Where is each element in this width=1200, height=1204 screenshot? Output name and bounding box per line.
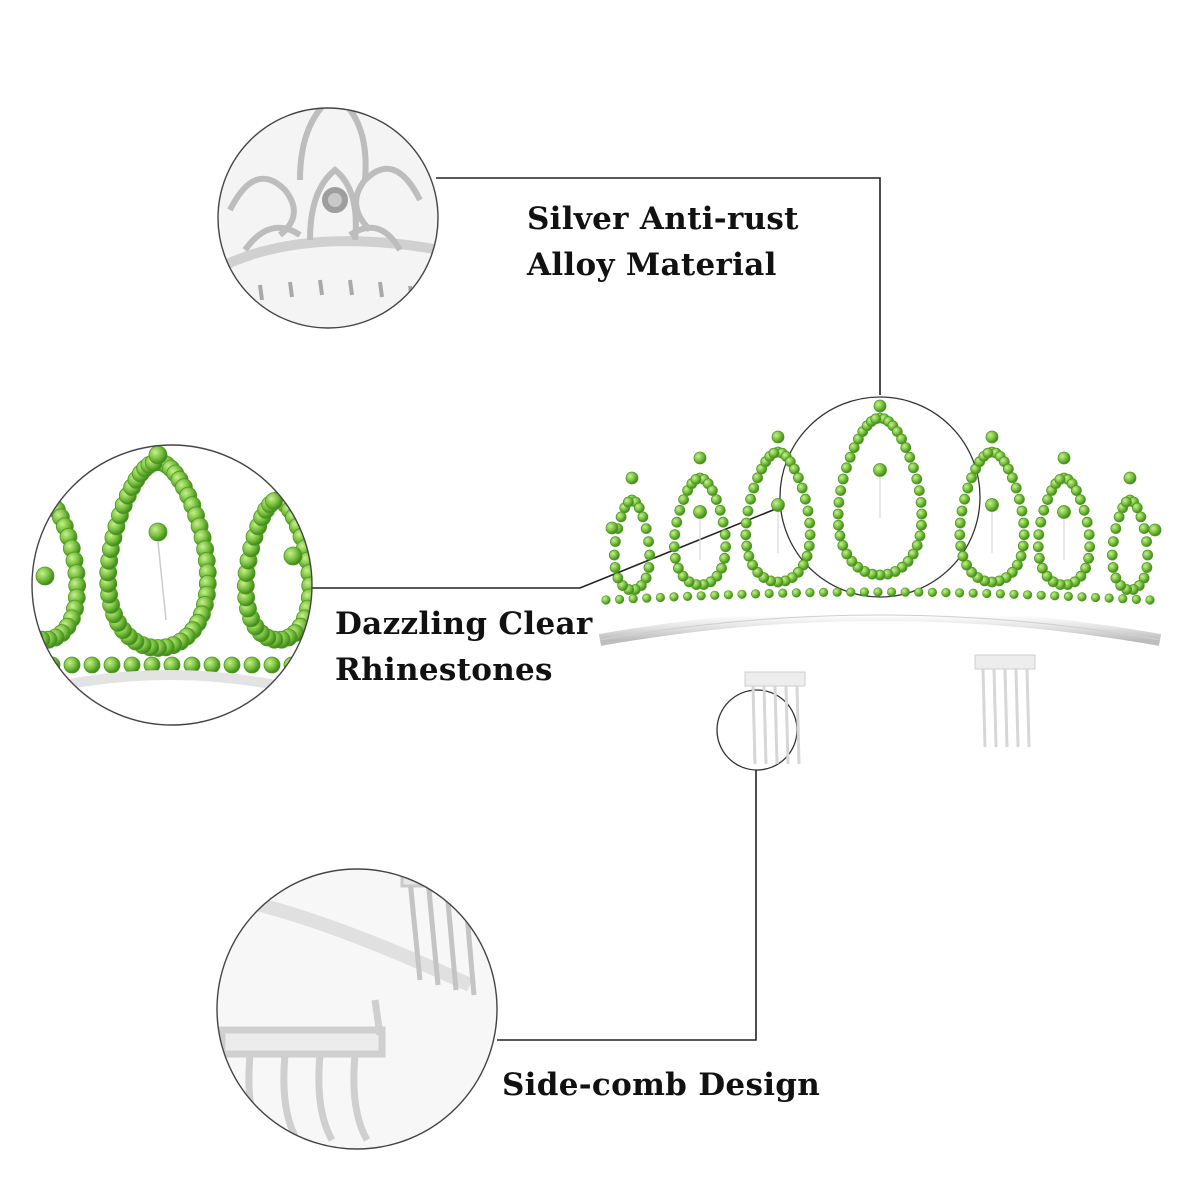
callout-rhinestones-line1: Dazzling Clear: [335, 606, 593, 642]
callout-rhinestones-line2: Rhinestones: [335, 652, 553, 688]
tiara-main-image: [598, 399, 1162, 765]
zoom-circle-rhinestones: [31, 444, 313, 726]
callout-material-line1: Silver Anti-rust: [527, 201, 799, 237]
leader-line-sidecomb: [497, 770, 757, 1041]
zoom-circle-side-comb: [216, 868, 498, 1150]
leader-lines: [310, 177, 881, 1041]
callout-rhinestones: Dazzling Clear Rhinestones: [335, 601, 593, 693]
leader-line-material: [436, 177, 881, 395]
callout-side-comb-line1: Side-comb Design: [502, 1067, 821, 1103]
focus-circle-center: [779, 396, 981, 598]
callout-side-comb: Side-comb Design: [502, 1062, 820, 1108]
zoom-circle-silver-detail: [217, 107, 439, 329]
leader-line-rhinestones: [310, 507, 779, 589]
callout-material: Silver Anti-rust Alloy Material: [527, 196, 799, 288]
callout-material-line2: Alloy Material: [527, 247, 777, 283]
